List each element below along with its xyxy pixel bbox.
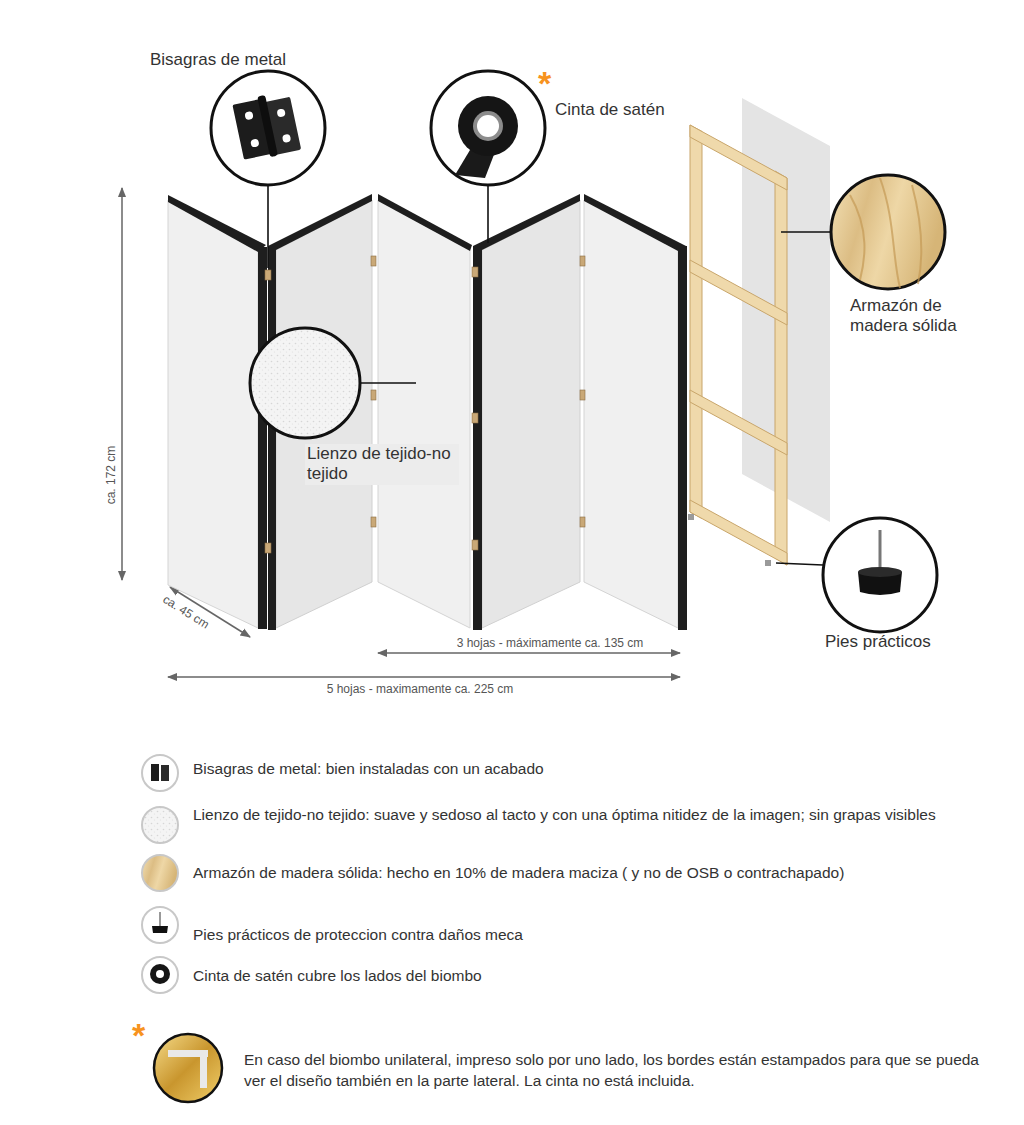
asterisk: *: [132, 1018, 145, 1052]
legend-text: Pies prácticos de proteccion contra daño…: [193, 924, 983, 946]
screen-panels: [168, 194, 687, 630]
note: En caso del biombo unilateral, impreso s…: [244, 1050, 989, 1092]
hinge-callout: [211, 71, 325, 185]
edge-print-callout: [154, 1034, 222, 1102]
dimension: 5 hojas - maximamente ca. 225 cm: [324, 682, 517, 696]
wooden-frame: [690, 125, 787, 565]
dimension-lines: [122, 188, 680, 677]
legend-text: Lienzo de tejido-no tejido: suave y sedo…: [193, 804, 983, 826]
part-label: Bisagras de metal: [150, 50, 286, 70]
part-label: Armazón de madera sólida: [850, 296, 1000, 337]
dimension: ca. 45 cm: [158, 591, 215, 634]
part-label: Pies prácticos: [825, 632, 931, 652]
legend-icons: [142, 755, 178, 993]
dimension: 3 hojas - máximamente ca. 135 cm: [454, 636, 647, 650]
legend-text: Bisagras de metal: bien instaladas con u…: [193, 758, 983, 780]
tape-callout: [431, 71, 545, 185]
legend-text: Cinta de satén cubre los lados del biomb…: [193, 965, 983, 987]
legend-text: Armazón de madera sólida: hecho en 10% d…: [193, 862, 983, 884]
part-label: Lienzo de tejido-no tejido: [305, 444, 459, 485]
foot-callout: [823, 518, 937, 632]
part-label: Cinta de satén: [555, 100, 665, 120]
dimension: ca. 172 cm: [104, 443, 118, 508]
asterisk: *: [538, 66, 551, 100]
fabric-callout: [250, 328, 360, 438]
foot: [688, 514, 694, 520]
wood-callout: [831, 175, 945, 289]
foot: [765, 560, 771, 566]
